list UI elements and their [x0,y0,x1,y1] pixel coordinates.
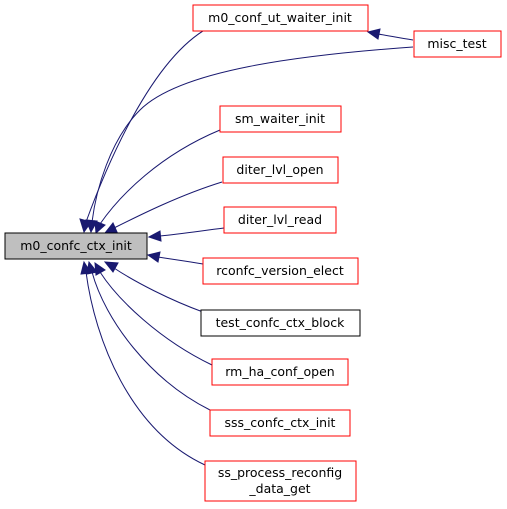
edge-misc-to-ut-waiter [377,33,414,41]
node-label: misc_test [427,36,486,51]
node-rconfc-version-elect[interactable]: rconfc_version_elect [202,257,359,285]
edge-sss-confc-ctx-init [91,271,211,411]
edge-diter-lvl-open-arrowhead [103,222,118,234]
edge-rconfc-version-elect-arrowhead [146,251,161,263]
edge-sm-waiter-init-arrowhead [94,220,106,235]
edge-ss-process-reconfig [85,271,206,466]
node-rm-ha-conf-open[interactable]: rm_ha_conf_open [211,358,349,386]
edge-misc-test-arrowhead [85,219,98,234]
node-label: sss_confc_ctx_init [225,415,336,430]
edge-test-confc-ctx-block [113,267,204,313]
node-diter-lvl-open[interactable]: diter_lvl_open [222,156,339,184]
node-m0-conf-ut-waiter-init[interactable]: m0_conf_ut_waiter_init [192,4,369,32]
node-label: test_confc_ctx_block [216,315,346,330]
node-m0-confc-ctx-init[interactable]: m0_confc_ctx_init [4,232,148,260]
edge-ut-waiter-init [85,27,209,223]
edges [79,27,414,466]
node-sm-waiter-init[interactable]: sm_waiter_init [219,105,342,133]
edge-misc-to-ut-waiter-arrowhead [366,28,381,40]
edge-rm-ha-conf-open [99,271,213,366]
node-label: diter_lvl_read [238,212,322,227]
edge-diter-lvl-open [113,181,223,229]
node-label: diter_lvl_open [236,162,323,177]
node-test-confc-ctx-block[interactable]: test_confc_ctx_block [200,309,361,337]
node-label: rm_ha_conf_open [225,364,334,379]
edge-rm-ha-conf-open-arrowhead [94,261,106,276]
node-label: m0_confc_ctx_init [20,238,132,253]
node-label: m0_conf_ut_waiter_init [208,10,352,25]
edge-test-confc-ctx-block-arrowhead [103,261,119,273]
edge-sm-waiter-init [99,129,221,225]
edge-rconfc-version-elect [157,256,204,265]
edge-ss-process-reconfig-arrowhead [80,260,92,275]
node-ss-process-reconfig-data-get[interactable]: ss_process_reconfig _data_get [204,460,357,502]
node-label: sm_waiter_init [235,111,325,126]
edge-misc-test [91,46,414,223]
edge-diter-lvl-read-arrowhead [147,230,162,242]
node-label-line-2: _data_get [248,481,310,496]
node-diter-lvl-read[interactable]: diter_lvl_read [223,206,337,234]
node-misc-test[interactable]: misc_test [413,30,502,58]
node-label-line-1: ss_process_reconfig [218,465,342,480]
node-label: rconfc_version_elect [216,263,344,278]
node-sss-confc-ctx-init[interactable]: sss_confc_ctx_init [209,409,351,437]
edge-diter-lvl-read [159,227,225,237]
